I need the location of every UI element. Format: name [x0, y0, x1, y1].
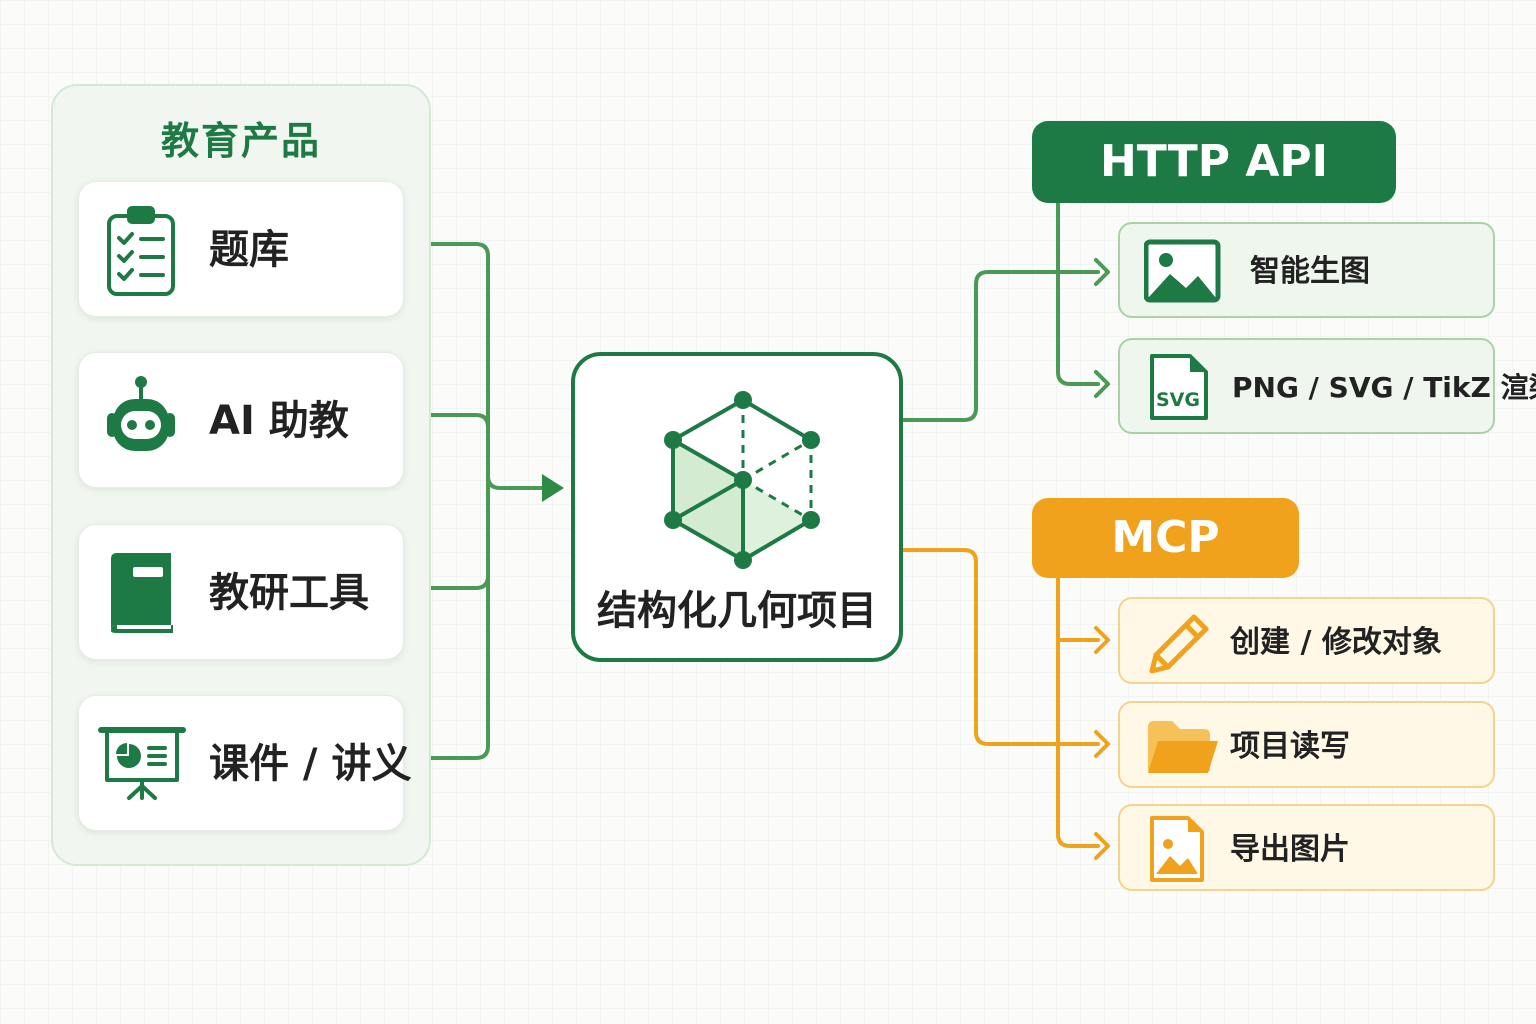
svg-icon-text: SVG: [1156, 389, 1200, 411]
svg-file-icon: SVG: [1150, 354, 1208, 420]
http-api-header: HTTP API: [1032, 121, 1396, 203]
arrow-mcp-create: [1094, 626, 1110, 654]
connector-mcp-trunk: [1056, 576, 1100, 848]
card-ai-assistant[interactable]: AI 助教: [78, 352, 404, 488]
connector-http-render: [1056, 202, 1100, 386]
arrow-mcp-project: [1094, 730, 1110, 758]
presentation-board-icon: [98, 727, 186, 800]
center-node[interactable]: 结构化几何项目: [571, 352, 903, 662]
mcp-item-project-rw[interactable]: 项目读写: [1118, 701, 1495, 788]
robot-icon: [107, 376, 175, 451]
card-label: 题库: [209, 227, 289, 273]
card-research-tools[interactable]: 教研工具: [78, 524, 404, 660]
card-label: AI 助教: [209, 398, 349, 444]
mcp-item-label: 导出图片: [1230, 832, 1350, 867]
http-item-label: 智能生图: [1250, 254, 1370, 289]
arrow-http-image: [1094, 258, 1110, 286]
mcp-item-export-image[interactable]: 导出图片: [1118, 804, 1495, 891]
connector-center-mcp: [902, 548, 1100, 746]
mcp-item-create-modify[interactable]: 创建 / 修改对象: [1118, 597, 1495, 684]
book-icon: [111, 553, 173, 633]
arrow-http-render: [1094, 370, 1110, 398]
image-file-icon: [1150, 816, 1204, 882]
card-label: 教研工具: [209, 570, 369, 616]
mcp-header: MCP: [1032, 498, 1299, 578]
image-icon: [1144, 239, 1221, 303]
http-item-smart-image[interactable]: 智能生图: [1118, 222, 1495, 318]
cube-geometry-icon: [664, 391, 820, 569]
mcp-item-label: 创建 / 修改对象: [1230, 625, 1442, 660]
arrow-to-center: [542, 474, 564, 502]
pencil-icon: [1149, 614, 1209, 674]
http-item-render[interactable]: SVG PNG / SVG / TikZ 渲染: [1118, 338, 1536, 434]
arrow-mcp-export: [1094, 832, 1110, 860]
connector-center-http: [902, 270, 1100, 422]
card-label: 课件 / 讲义: [209, 741, 412, 787]
card-courseware[interactable]: 课件 / 讲义: [78, 695, 411, 831]
http-item-label: PNG / SVG / TikZ 渲染: [1232, 371, 1536, 404]
clipboard-checklist-icon: [107, 206, 175, 296]
center-label: 结构化几何项目: [597, 588, 877, 634]
card-tiku[interactable]: 题库: [78, 181, 404, 317]
folder-icon: [1148, 721, 1218, 773]
panel-title: 教育产品: [160, 119, 321, 163]
mcp-item-label: 项目读写: [1230, 729, 1350, 764]
